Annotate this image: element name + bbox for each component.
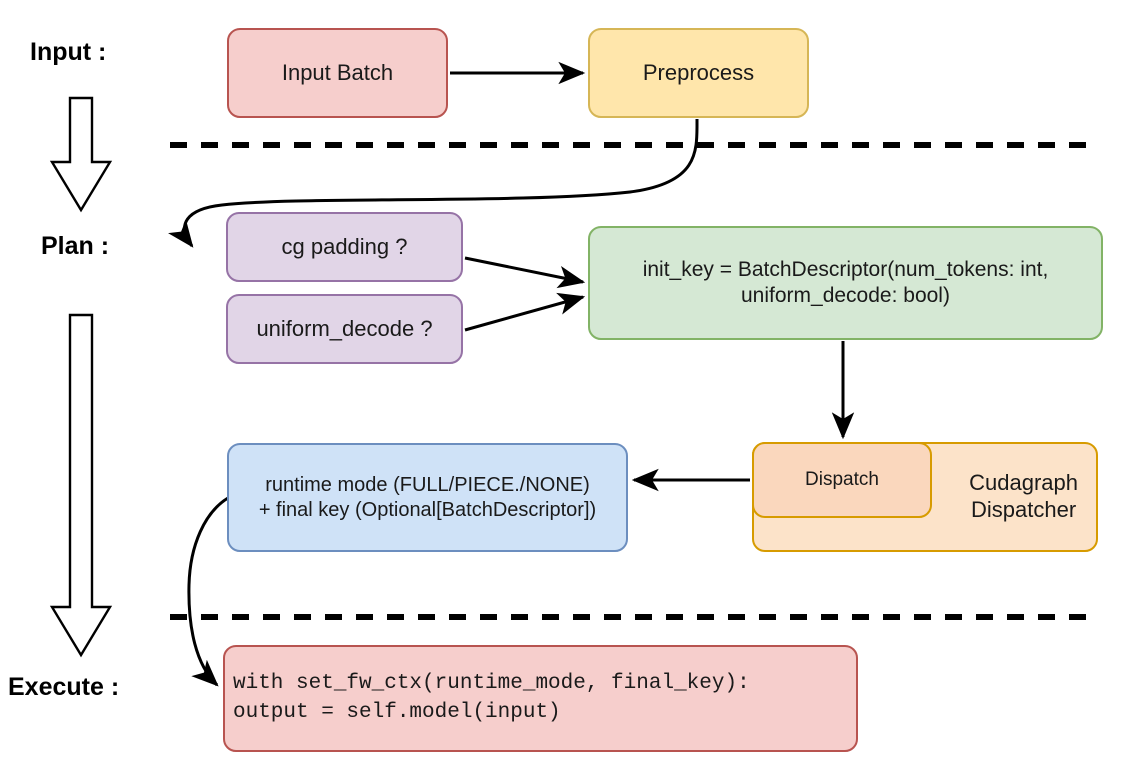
stage-label-execute: Execute :: [8, 673, 120, 701]
node-input-batch-label: Input Batch: [281, 59, 394, 85]
node-uniform-decode-label: uniform_decode ?: [256, 315, 433, 341]
node-cudagraph-dispatcher-label: Cudagraph Dispatcher: [969, 470, 1078, 522]
node-execute-code-block[interactable]: with set_fw_ctx(runtime_mode, final_key)…: [223, 645, 858, 752]
node-cg-padding[interactable]: cg padding ?: [226, 212, 463, 282]
node-input-batch[interactable]: Input Batch: [227, 28, 448, 118]
stage-label-input: Input :: [30, 38, 107, 66]
node-cg-padding-label: cg padding ?: [281, 233, 408, 259]
node-dispatch[interactable]: Dispatch: [752, 442, 932, 518]
stage-label-plan: Plan :: [41, 232, 110, 260]
node-dispatch-label: Dispatch: [805, 469, 879, 491]
node-preprocess-label: Preprocess: [642, 59, 755, 85]
node-uniform-decode[interactable]: uniform_decode ?: [226, 294, 463, 364]
plan-to-execute-arrow: [49, 313, 113, 658]
node-init-key-label: init_key = BatchDescriptor(num_tokens: i…: [642, 258, 1049, 307]
edge-uniform-decode-to-init-key: [464, 292, 586, 332]
input-to-plan-arrow: [49, 96, 113, 213]
node-runtime-mode[interactable]: runtime mode (FULL/PIECE./NONE) + final …: [227, 443, 628, 552]
node-runtime-mode-label: runtime mode (FULL/PIECE./NONE) + final …: [258, 474, 597, 521]
node-execute-code-label: with set_fw_ctx(runtime_mode, final_key)…: [233, 671, 750, 724]
edge-cg-padding-to-init-key: [464, 256, 586, 289]
node-preprocess[interactable]: Preprocess: [588, 28, 809, 118]
node-init-key[interactable]: init_key = BatchDescriptor(num_tokens: i…: [588, 226, 1103, 340]
